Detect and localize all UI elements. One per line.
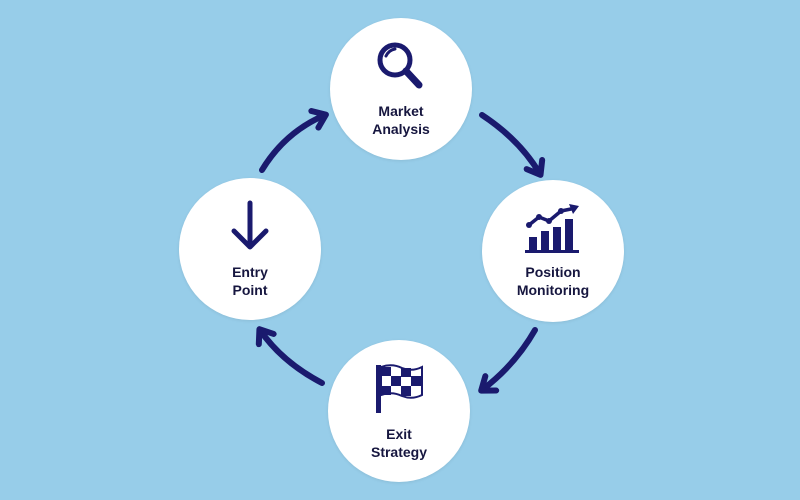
node-entry-point: Entry Point	[179, 178, 321, 320]
label-line-1: Entry	[232, 264, 268, 280]
node-label: Position Monitoring	[517, 263, 589, 299]
node-market-analysis: Market Analysis	[330, 18, 472, 160]
label-line-1: Position	[525, 264, 581, 280]
magnifier-icon	[377, 42, 423, 89]
node-exit-strategy: Exit Strategy	[328, 340, 470, 482]
label-line-2: Monitoring	[516, 282, 590, 298]
label-line-1: Exit	[386, 426, 412, 442]
arrow-exit-to-entry	[255, 326, 325, 386]
label-line-1: Market	[378, 103, 424, 119]
bar-chart-trend-icon	[525, 204, 579, 253]
label-line-2: Point	[232, 282, 268, 298]
node-label: Market Analysis	[372, 102, 430, 138]
checkered-flag-icon	[376, 364, 423, 413]
down-arrow-icon	[231, 200, 269, 250]
node-label: Exit Strategy	[371, 425, 427, 461]
arrow-position-to-exit	[478, 327, 538, 394]
arrow-market-to-position	[479, 112, 546, 178]
node-position-monitoring: Position Monitoring	[482, 180, 624, 322]
label-line-2: Strategy	[370, 444, 428, 460]
label-line-2: Analysis	[372, 121, 430, 137]
node-label: Entry Point	[232, 263, 268, 299]
arrow-entry-to-market	[259, 108, 329, 173]
